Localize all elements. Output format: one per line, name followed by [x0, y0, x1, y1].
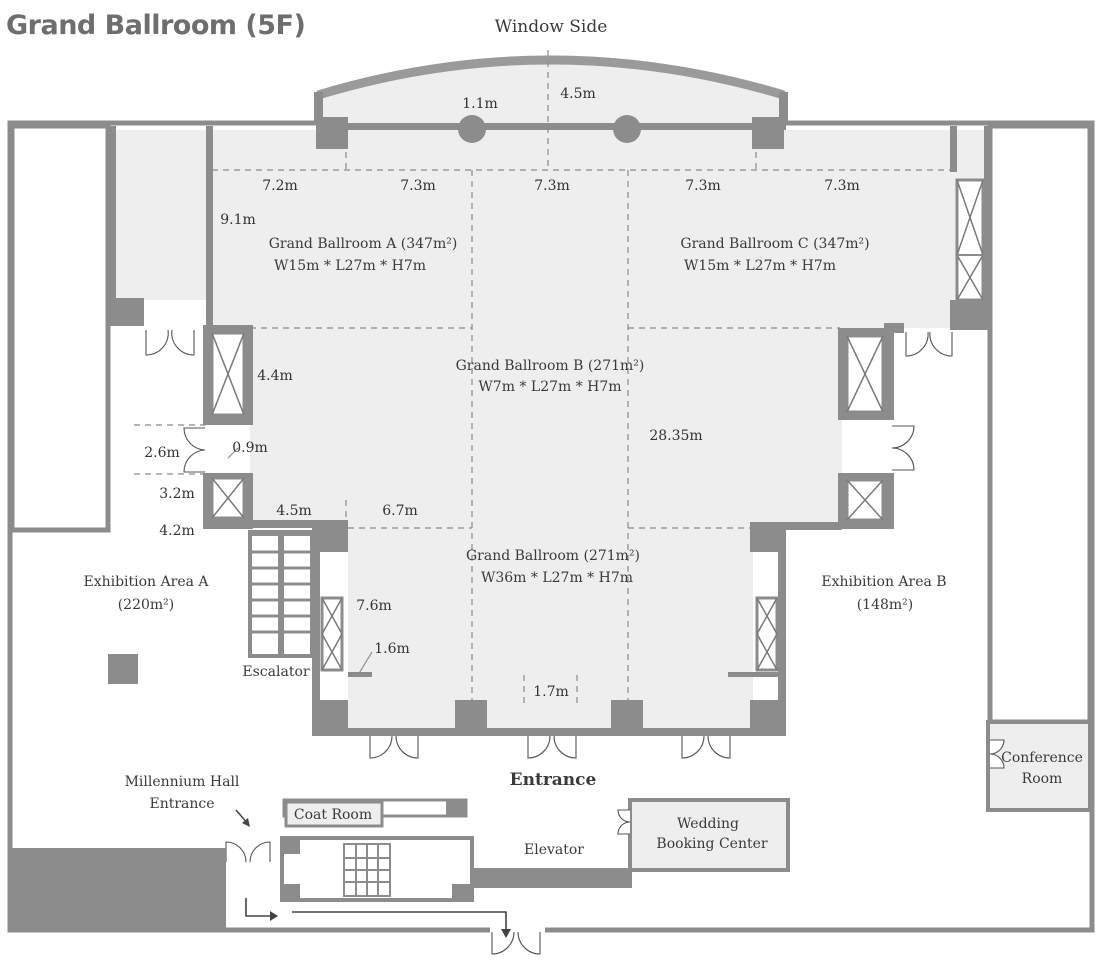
door-right-upper[interactable]: [905, 331, 953, 357]
dim-label: 7.3m: [824, 178, 860, 194]
column-block: [316, 117, 348, 149]
dim-label: 9.1m: [220, 212, 256, 228]
door-right-mid[interactable]: [891, 425, 915, 471]
dim-label: 2.6m: [144, 445, 180, 461]
door-entrance-right[interactable]: [681, 735, 731, 759]
doors: [145, 329, 953, 955]
dim-label: 7.2m: [262, 178, 298, 194]
dim-label: 1.1m: [462, 96, 498, 112]
dim-label: 4.5m: [560, 86, 596, 102]
ballroom-full-name: Grand Ballroom (271m²): [466, 548, 640, 564]
direction-arrows: [235, 809, 511, 938]
conference-label: Conference: [1001, 750, 1083, 766]
service-area: [10, 654, 1092, 930]
dim-label: 1.6m: [374, 641, 410, 657]
elevator-label: Elevator: [524, 842, 584, 858]
ballroom-b-dims: W7m * L27m * H7m: [478, 379, 621, 395]
exhibition-a-name: Exhibition Area A: [83, 574, 209, 590]
dim-label: 7.3m: [534, 178, 570, 194]
shaft-far-right: [955, 178, 985, 302]
round-column: [458, 115, 486, 143]
conference-room[interactable]: [986, 720, 1092, 812]
window-side-label: Window Side: [495, 17, 608, 37]
column-block: [611, 700, 643, 736]
entrance-label: Entrance: [510, 770, 597, 790]
escalator-icon: [248, 530, 314, 658]
shaft-right-lower: [845, 478, 885, 522]
ballroom-b-name: Grand Ballroom B (271m²): [456, 358, 645, 374]
ballroom-a-name: Grand Ballroom A (347m²): [269, 236, 458, 252]
right-wall-block: [987, 123, 1093, 725]
coat-room-label: Coat Room: [294, 807, 372, 823]
dim-label: 0.9m: [232, 440, 268, 456]
shaft-lower-left: [320, 596, 344, 672]
door-bottom-exit[interactable]: [491, 931, 541, 955]
ballroom-full-dims: W36m * L27m * H7m: [481, 570, 633, 586]
exhibition-a-area: (220m²): [118, 597, 175, 613]
coat-room[interactable]: [284, 800, 384, 828]
service-shafts: [210, 178, 985, 672]
dim-label: 3.2m: [159, 486, 195, 502]
dim-label: 4.4m: [257, 368, 293, 384]
exhibition-b-area: (148m²): [857, 597, 914, 613]
door-millennium[interactable]: [225, 841, 271, 863]
shaft-lower-right: [755, 596, 779, 672]
booking-center-label: Booking Center: [656, 836, 767, 852]
dim-label: 4.5m: [276, 503, 312, 519]
ballroom-a-dims: W15m * L27m * H7m: [274, 258, 426, 274]
dim-label: 4.2m: [159, 523, 195, 539]
round-column: [613, 115, 641, 143]
millennium-entrance-label: Entrance: [149, 796, 214, 812]
conference-room-label: Room: [1022, 771, 1063, 787]
column-block: [455, 700, 487, 736]
shaft-left-upper: [210, 331, 246, 417]
ballroom-c-name: Grand Ballroom C (347m²): [680, 236, 869, 252]
dimension-leaders: [227, 447, 373, 676]
door-left-upper[interactable]: [145, 329, 195, 356]
dark-block: [10, 848, 226, 930]
shaft-left-lower: [210, 476, 246, 520]
dim-label: 7.3m: [400, 178, 436, 194]
ballroom-floor: [112, 60, 985, 732]
ballroom-c-dims: W15m * L27m * H7m: [684, 258, 836, 274]
door-left-mid[interactable]: [183, 427, 206, 473]
exhibition-b-name: Exhibition Area B: [821, 574, 946, 590]
column-block: [752, 117, 784, 149]
dim-label: 7.3m: [685, 178, 721, 194]
pillar: [108, 654, 138, 684]
column-block: [750, 700, 786, 736]
wedding-booking-center[interactable]: [628, 798, 790, 872]
left-wall-block: [9, 123, 111, 533]
millennium-hall-label: Millennium Hall: [125, 774, 240, 790]
dim-label: 6.7m: [382, 503, 418, 519]
shaft-right-upper: [845, 334, 885, 414]
column-block: [312, 700, 348, 736]
partition-lines: [134, 50, 952, 705]
wedding-label: Wedding: [677, 816, 739, 832]
dim-label: 28.35m: [649, 428, 702, 444]
dim-label: 7.6m: [356, 598, 392, 614]
page-title: Grand Ballroom (5F): [6, 10, 305, 41]
dim-label: 1.7m: [533, 684, 569, 700]
door-entrance-center[interactable]: [527, 735, 577, 759]
escalator-label: Escalator: [242, 664, 309, 680]
door-entrance-left[interactable]: [369, 735, 419, 759]
